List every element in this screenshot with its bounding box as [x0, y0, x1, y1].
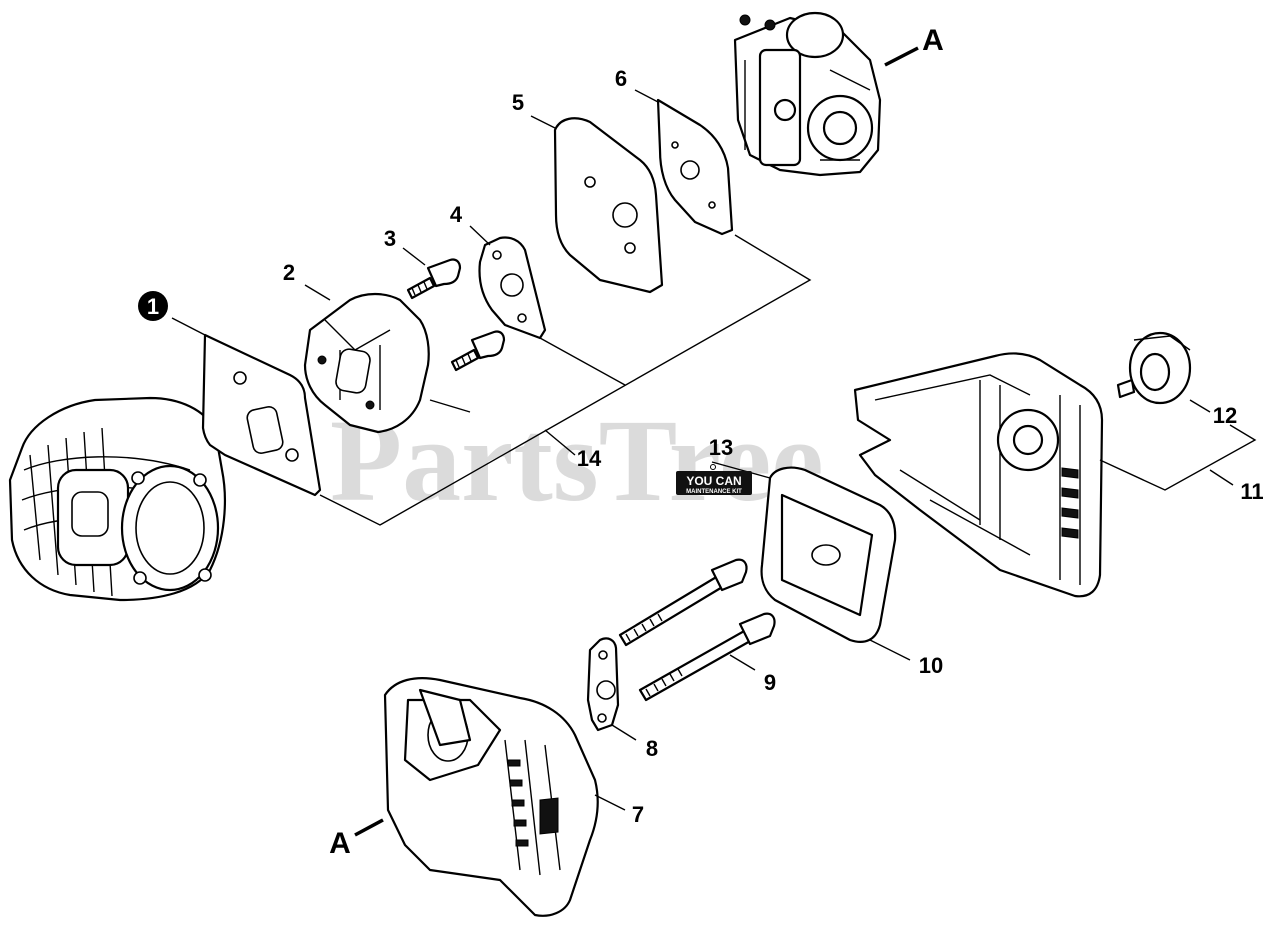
callout-4-label: 4	[450, 202, 463, 227]
callout-7-label: 7	[632, 802, 644, 827]
cylinder-part	[8, 396, 226, 602]
watermark-text: PartsTree	[330, 395, 824, 526]
callout-2-label: 2	[283, 260, 295, 285]
carburetor-part	[733, 11, 882, 177]
long-bolt-9-upper-part	[618, 558, 748, 647]
badge-dot-icon	[710, 464, 716, 470]
callout-10-label: 10	[919, 653, 943, 678]
callout-13-label: 13	[709, 435, 733, 460]
callout-1-badge-icon	[138, 291, 168, 321]
callout-1-label: 1	[147, 294, 159, 319]
callout-14-label: 14	[577, 446, 602, 471]
cover-7-part	[383, 677, 599, 917]
bolt-3-lower-part	[450, 330, 506, 372]
gasket-1-part	[201, 333, 322, 497]
primer-12-part	[1116, 331, 1192, 405]
plate-5-part	[553, 117, 664, 294]
callout-5-label: 5	[512, 90, 524, 115]
bolt-3-upper-part	[406, 258, 462, 300]
air-filter-10-part	[760, 466, 897, 643]
badge-line2: MAINTENANCE KIT	[686, 489, 742, 495]
callout-8-label: 8	[646, 736, 658, 761]
air-cleaner-case-11-part	[853, 352, 1104, 598]
leader-lines	[171, 46, 1257, 837]
callout-3-label: 3	[384, 226, 396, 251]
callout-12-label: 12	[1213, 403, 1237, 428]
maintenance-kit-badge[interactable]: YOU CAN MAINTENANCE KIT	[676, 464, 752, 496]
gasket-4-part	[478, 236, 547, 340]
bracket-8-part	[586, 637, 620, 732]
callout-9-label: 9	[764, 670, 776, 695]
callout-a-top-label: A	[922, 24, 944, 57]
long-bolt-9-lower-part	[638, 612, 776, 702]
gasket-6-part	[656, 98, 734, 236]
insulator-2-part	[303, 292, 430, 434]
callout-a-bottom-label: A	[329, 827, 351, 860]
callout-6-label: 6	[615, 66, 627, 91]
callout-11-label: 11	[1240, 479, 1263, 504]
badge-line1: YOU CAN	[686, 474, 741, 488]
